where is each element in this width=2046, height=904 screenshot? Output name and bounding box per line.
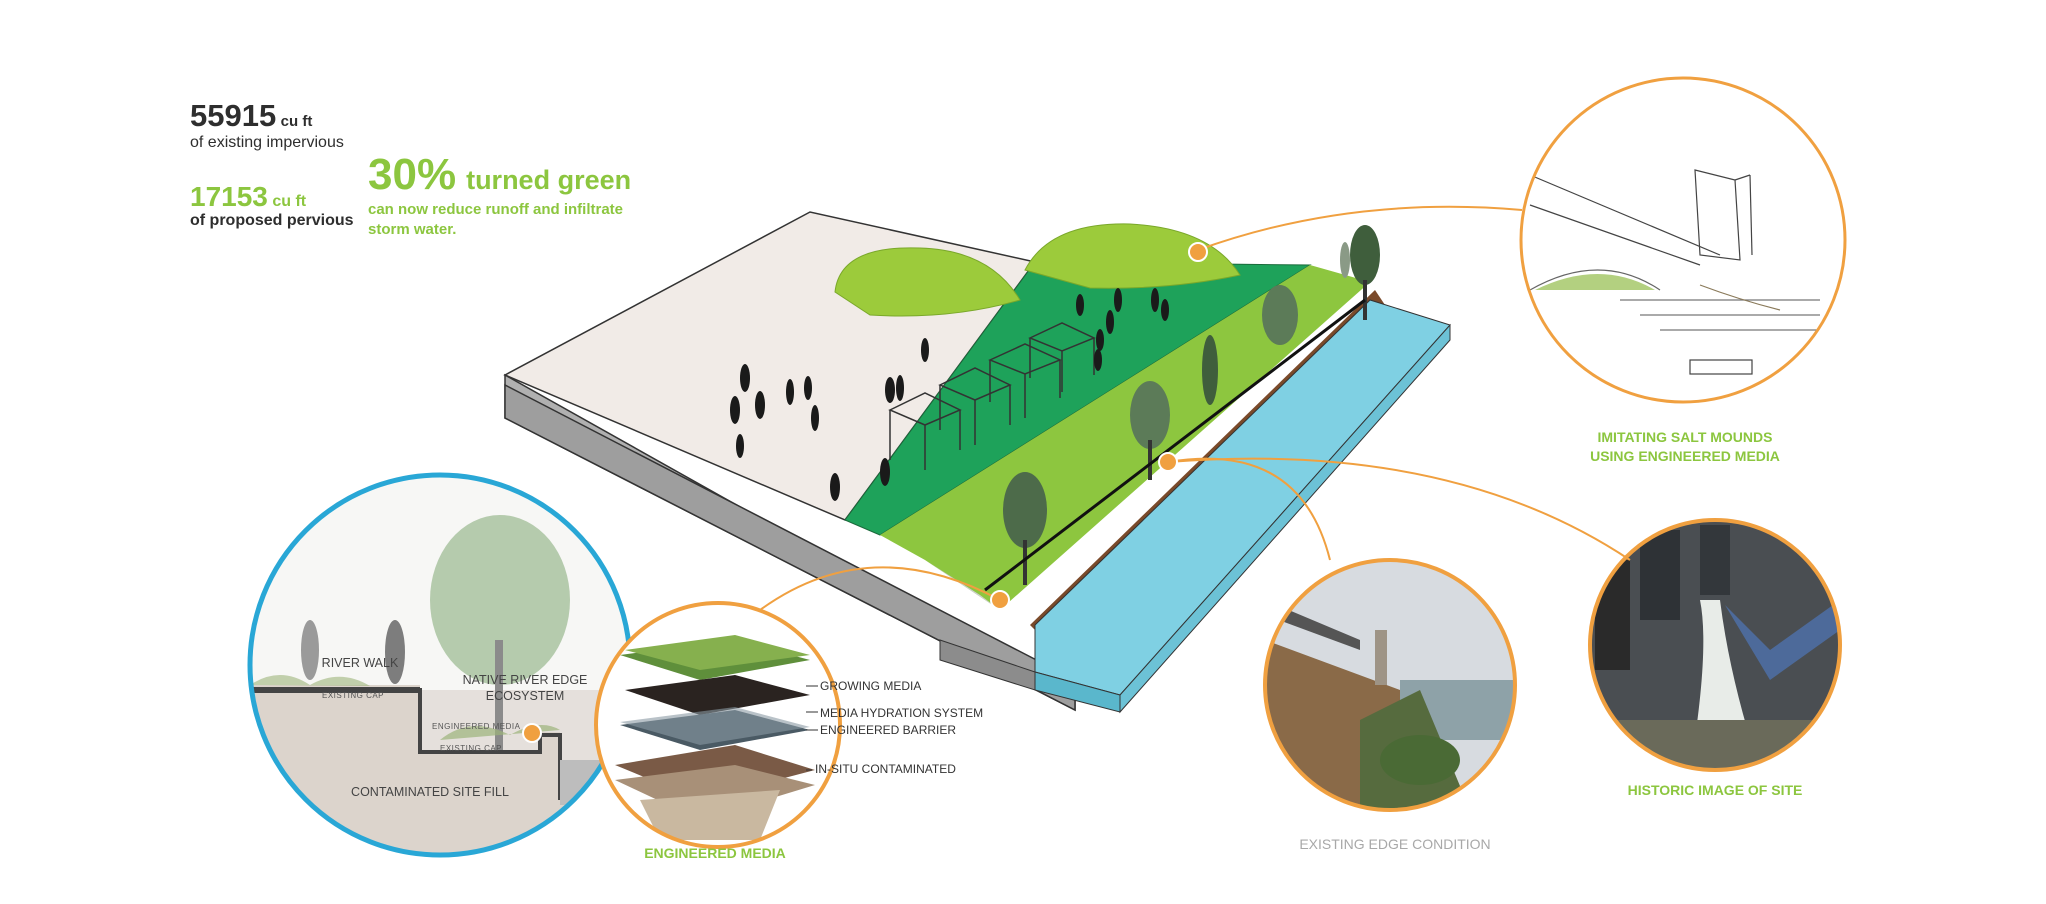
people <box>730 288 1169 501</box>
salt-mounds-caption: IMITATING SALT MOUNDS USING ENGINEERED M… <box>1590 429 1780 464</box>
impervious-unit: cu ft <box>280 113 313 130</box>
historic-image-circle <box>1588 518 1842 772</box>
impervious-stat: 55915 cu ft of existing impervious <box>190 98 344 151</box>
percent-description: can now reduce runoff and infiltrate sto… <box>368 201 624 239</box>
impervious-value: 55915 <box>190 98 277 133</box>
contaminated-fill-label: CONTAMINATED SITE FILL <box>351 785 509 799</box>
pervious-value: 17153 <box>190 181 268 212</box>
engineered-media-small-label: ENGINEERED MEDIA <box>432 722 521 731</box>
pervious-unit: cu ft <box>272 193 307 210</box>
hydration-label: MEDIA HYDRATION SYSTEM <box>820 706 984 720</box>
pervious-stat: 17153 cu ft of proposed pervious <box>190 182 354 230</box>
leader-dots <box>522 242 1208 743</box>
engineered-media-circle <box>594 601 842 849</box>
trees <box>1003 225 1380 585</box>
existing-cap-label-1: EXISTING CAP <box>322 691 385 700</box>
growing-media-label: GROWING MEDIA <box>820 679 922 693</box>
percent-value: 30% <box>368 150 457 199</box>
percent-headline: turned green <box>466 165 632 195</box>
existing-cap-label-2: EXISTING CAP <box>440 744 503 753</box>
tents <box>888 322 1096 470</box>
existing-edge-photo-circle <box>1263 558 1517 812</box>
salt-mounds <box>834 223 1241 317</box>
existing-edge-caption: EXISTING EDGE CONDITION <box>1299 836 1491 852</box>
engineered-media-caption: ENGINEERED MEDIA <box>644 845 786 861</box>
leader-lines <box>759 205 1631 611</box>
pervious-label: of proposed pervious <box>190 212 354 230</box>
railing <box>984 298 1366 592</box>
native-edge-label: NATIVE RIVER EDGE ECOSYSTEM <box>462 673 588 704</box>
salt-mound-sketch-circle <box>1519 76 1847 404</box>
percent-stat: 30% turned green can now reduce runoff an… <box>368 150 668 241</box>
in-situ-label: IN-SITU CONTAMINATED <box>815 762 956 776</box>
layer-leaders <box>806 685 818 771</box>
historic-caption: HISTORIC IMAGE OF SITE <box>1627 782 1803 798</box>
river-walk-label: RIVER WALK <box>321 656 399 670</box>
impervious-label: of existing impervious <box>190 133 344 151</box>
barrier-label: ENGINEERED BARRIER <box>820 723 957 737</box>
cross-section-circle <box>247 472 633 858</box>
